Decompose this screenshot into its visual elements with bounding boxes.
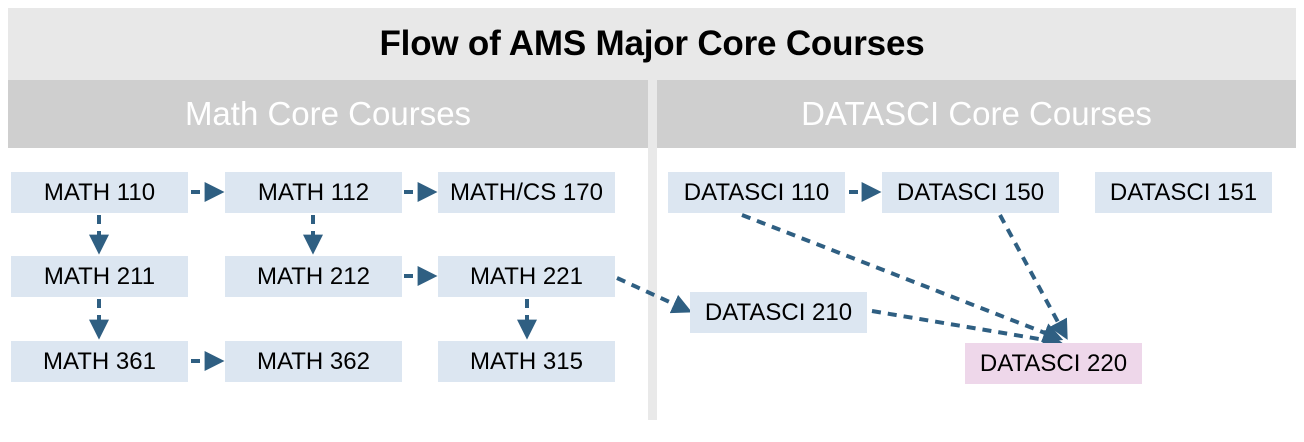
title-bar: Flow of AMS Major Core Courses <box>8 8 1296 80</box>
node-math315-label: MATH 315 <box>470 347 583 375</box>
panel-divider <box>648 80 657 420</box>
page-title: Flow of AMS Major Core Courses <box>379 24 925 63</box>
node-math315[interactable]: MATH 315 <box>438 341 615 382</box>
node-math361[interactable]: MATH 361 <box>11 341 188 382</box>
node-ds151[interactable]: DATASCI 151 <box>1095 172 1272 213</box>
node-math212-label: MATH 212 <box>257 262 370 290</box>
section-header-datasci: DATASCI Core Courses <box>657 80 1296 148</box>
node-ds110-label: DATASCI 110 <box>683 178 830 206</box>
node-ds150[interactable]: DATASCI 150 <box>882 172 1059 213</box>
node-math362-label: MATH 362 <box>257 347 370 375</box>
node-math362[interactable]: MATH 362 <box>225 341 402 382</box>
node-ds110[interactable]: DATASCI 110 <box>668 172 845 213</box>
node-math361-label: MATH 361 <box>43 347 156 375</box>
section-header-math-label: Math Core Courses <box>184 95 472 132</box>
node-math110[interactable]: MATH 110 <box>11 172 188 213</box>
node-math221-label: MATH 221 <box>470 262 583 290</box>
node-math112[interactable]: MATH 112 <box>225 172 402 213</box>
section-header-math: Math Core Courses <box>8 80 648 148</box>
edge-ds150-ds220 <box>998 214 1068 340</box>
node-ds220[interactable]: DATASCI 220 <box>965 343 1142 384</box>
node-mathcs170[interactable]: MATH/CS 170 <box>438 172 615 213</box>
node-mathcs170-label: MATH/CS 170 <box>450 178 603 206</box>
section-header-datasci-label: DATASCI Core Courses <box>801 95 1152 132</box>
node-math211-label: MATH 211 <box>43 262 156 290</box>
node-math112-label: MATH 112 <box>257 178 370 206</box>
node-ds210[interactable]: DATASCI 210 <box>690 292 867 333</box>
node-math110-label: MATH 110 <box>43 178 156 206</box>
node-ds210-label: DATASCI 210 <box>704 298 853 326</box>
node-math212[interactable]: MATH 212 <box>225 256 402 297</box>
node-math211[interactable]: MATH 211 <box>11 256 188 297</box>
node-ds220-label: DATASCI 220 <box>979 349 1128 377</box>
node-ds150-label: DATASCI 150 <box>896 178 1045 206</box>
node-math221[interactable]: MATH 221 <box>438 256 615 297</box>
edge-ds210-ds220 <box>871 309 1063 350</box>
node-ds151-label: DATASCI 151 <box>1109 178 1258 206</box>
